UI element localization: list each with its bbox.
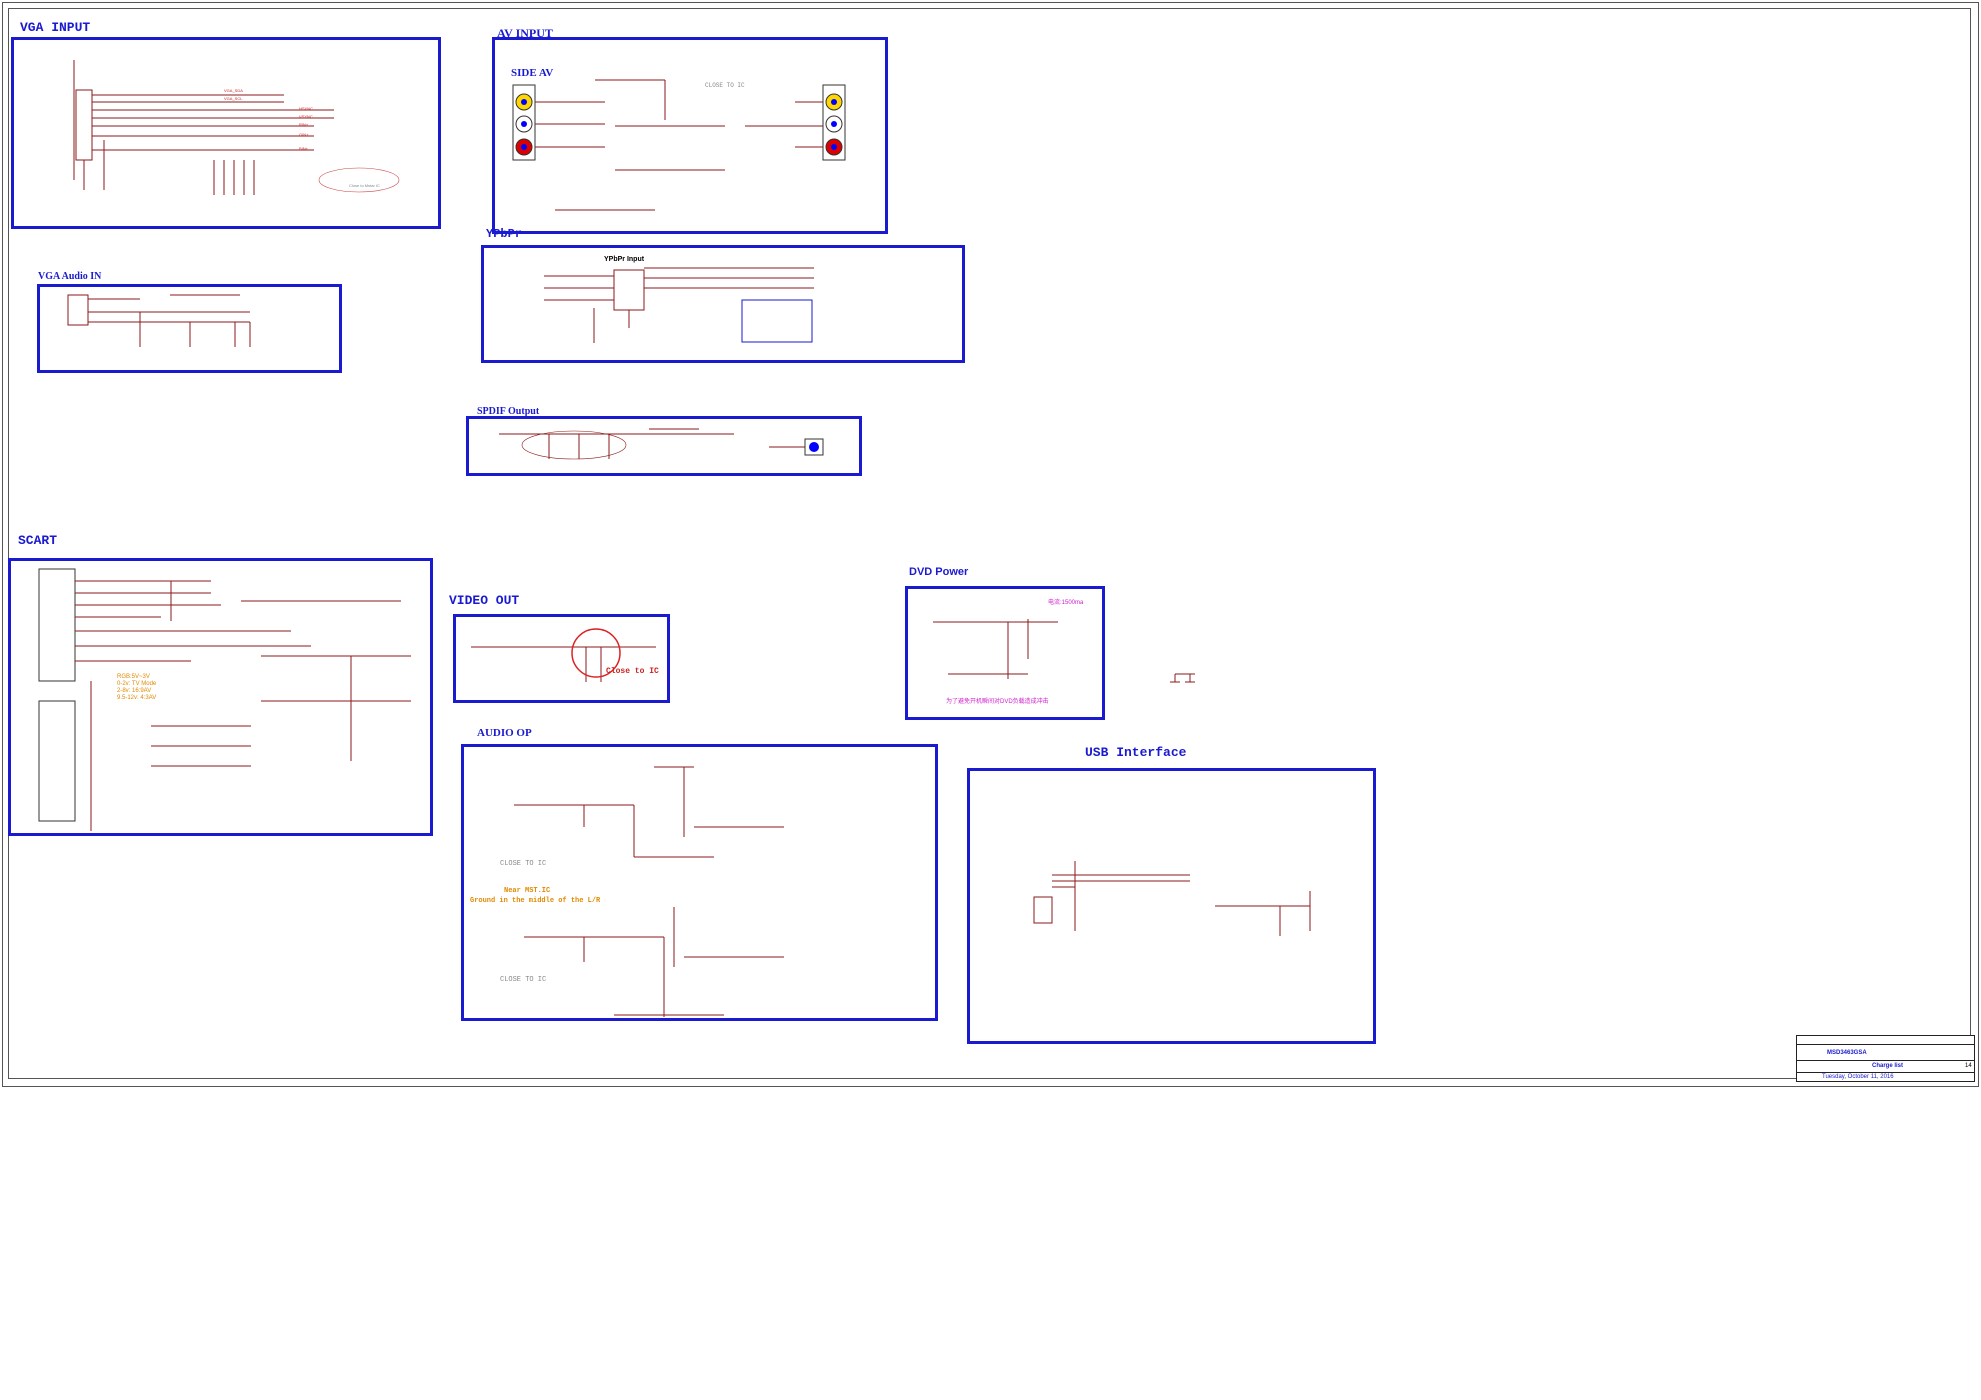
ground-symbol: [1170, 673, 1195, 683]
title-block-date: Tuesday, October 11, 2016: [1822, 1074, 1894, 1080]
scart-note-3: 2-8v: 16:9AV: [117, 688, 152, 694]
usb-interface-block: [967, 768, 1376, 1044]
video-out-title: VIDEO OUT: [449, 593, 520, 608]
audio-op-near-note: Near MST.IC: [504, 887, 551, 895]
vga-audio-circuit: [67, 294, 251, 347]
video-out-note: Close to IC: [606, 667, 659, 676]
dvd-power-title: DVD Power: [909, 566, 969, 578]
title-block: MSD3463GSA Charge list Tuesday, October …: [1796, 1035, 1975, 1082]
dvd-power-note-2: 为了避免开机瞬间对DVD负载造成冲击: [946, 699, 1049, 705]
ypbpr-block: YPbPr Input: [481, 245, 965, 363]
dvd-power-circuit: [933, 619, 1058, 679]
spdif-title: SPDIF Output: [477, 406, 540, 417]
dvd-power-block: 电流:1500ma 为了避免开机瞬间对DVD负载造成冲击: [905, 586, 1105, 720]
audio-op-title: AUDIO OP: [477, 727, 532, 739]
usb-interface-title: USB Interface: [1085, 745, 1187, 760]
scart-note-2: 0-2v: TV Mode: [117, 681, 157, 687]
audio-op-close-1: CLOSE TO IC: [500, 860, 547, 868]
svg-text:VGA_SDA: VGA_SDA: [224, 88, 243, 93]
av-input-note: CLOSE TO IC: [705, 82, 745, 89]
side-av-subtitle: SIDE AV: [511, 67, 554, 79]
svg-text:BIN+: BIN+: [299, 146, 309, 151]
audio-op-block: CLOSE TO IC Near MST.IC Ground in the mi…: [461, 744, 938, 1021]
ypbpr-title: YPbPr: [486, 227, 523, 241]
spdif-block: [466, 416, 862, 476]
title-block-sheet-number: 14: [1965, 1063, 1972, 1069]
title-block-sheet-title: Charge list: [1872, 1063, 1904, 1069]
av-input-block: SIDE AV CLOSE TO IC: [492, 37, 888, 234]
vga-audio-block: [37, 284, 342, 373]
scart-note-4: 9.5-12v: 4:3AV: [117, 695, 157, 701]
ypbpr-circuit: [544, 267, 814, 343]
video-out-block: Close to IC: [453, 614, 670, 703]
title-block-title: MSD3463GSA: [1827, 1050, 1867, 1056]
spdif-circuit: [499, 428, 824, 460]
scart-circuit: [38, 568, 411, 831]
svg-text:HSYNC: HSYNC: [299, 106, 313, 111]
svg-text:RIN+: RIN+: [299, 122, 309, 127]
svg-text:VGA_SCL: VGA_SCL: [224, 96, 243, 101]
av-input-circuit: [512, 79, 846, 211]
scart-title: SCART: [18, 533, 58, 548]
vga-input-circuit: VGA_SDA VGA_SCL HSYNC VSYNC RIN+ GIN+ BIN+: [73, 60, 400, 195]
ypbpr-subtitle: YPbPr Input: [604, 256, 645, 263]
audio-op-circuit: [514, 766, 784, 1017]
sheet-border: [2, 2, 1979, 1087]
scart-block: RGB:5V~3V 0-2v: TV Mode 2-8v: 16:9AV 9.5…: [8, 558, 433, 836]
audio-op-ground-note: Ground in the middle of the L/R: [470, 897, 601, 905]
vga-input-title: VGA INPUT: [20, 20, 91, 35]
vga-input-block: VGA_SDA VGA_SCL HSYNC VSYNC RIN+ GIN+ BIN+ C…: [11, 37, 441, 229]
av-input-title: AV INPUT: [497, 26, 553, 40]
dvd-power-note-1: 电流:1500ma: [1048, 600, 1084, 606]
vga-input-note: Close to Mstar IC: [349, 183, 380, 188]
sheet-inner-border: [8, 8, 1971, 1079]
scart-note-1: RGB:5V~3V: [117, 674, 150, 680]
video-out-circuit: [471, 628, 656, 682]
svg-text:VSYNC: VSYNC: [299, 114, 313, 119]
audio-op-close-2: CLOSE TO IC: [500, 976, 547, 984]
vga-audio-title: VGA Audio IN: [38, 271, 102, 282]
svg-text:GIN+: GIN+: [299, 132, 309, 137]
usb-interface-circuit: [1033, 861, 1311, 936]
